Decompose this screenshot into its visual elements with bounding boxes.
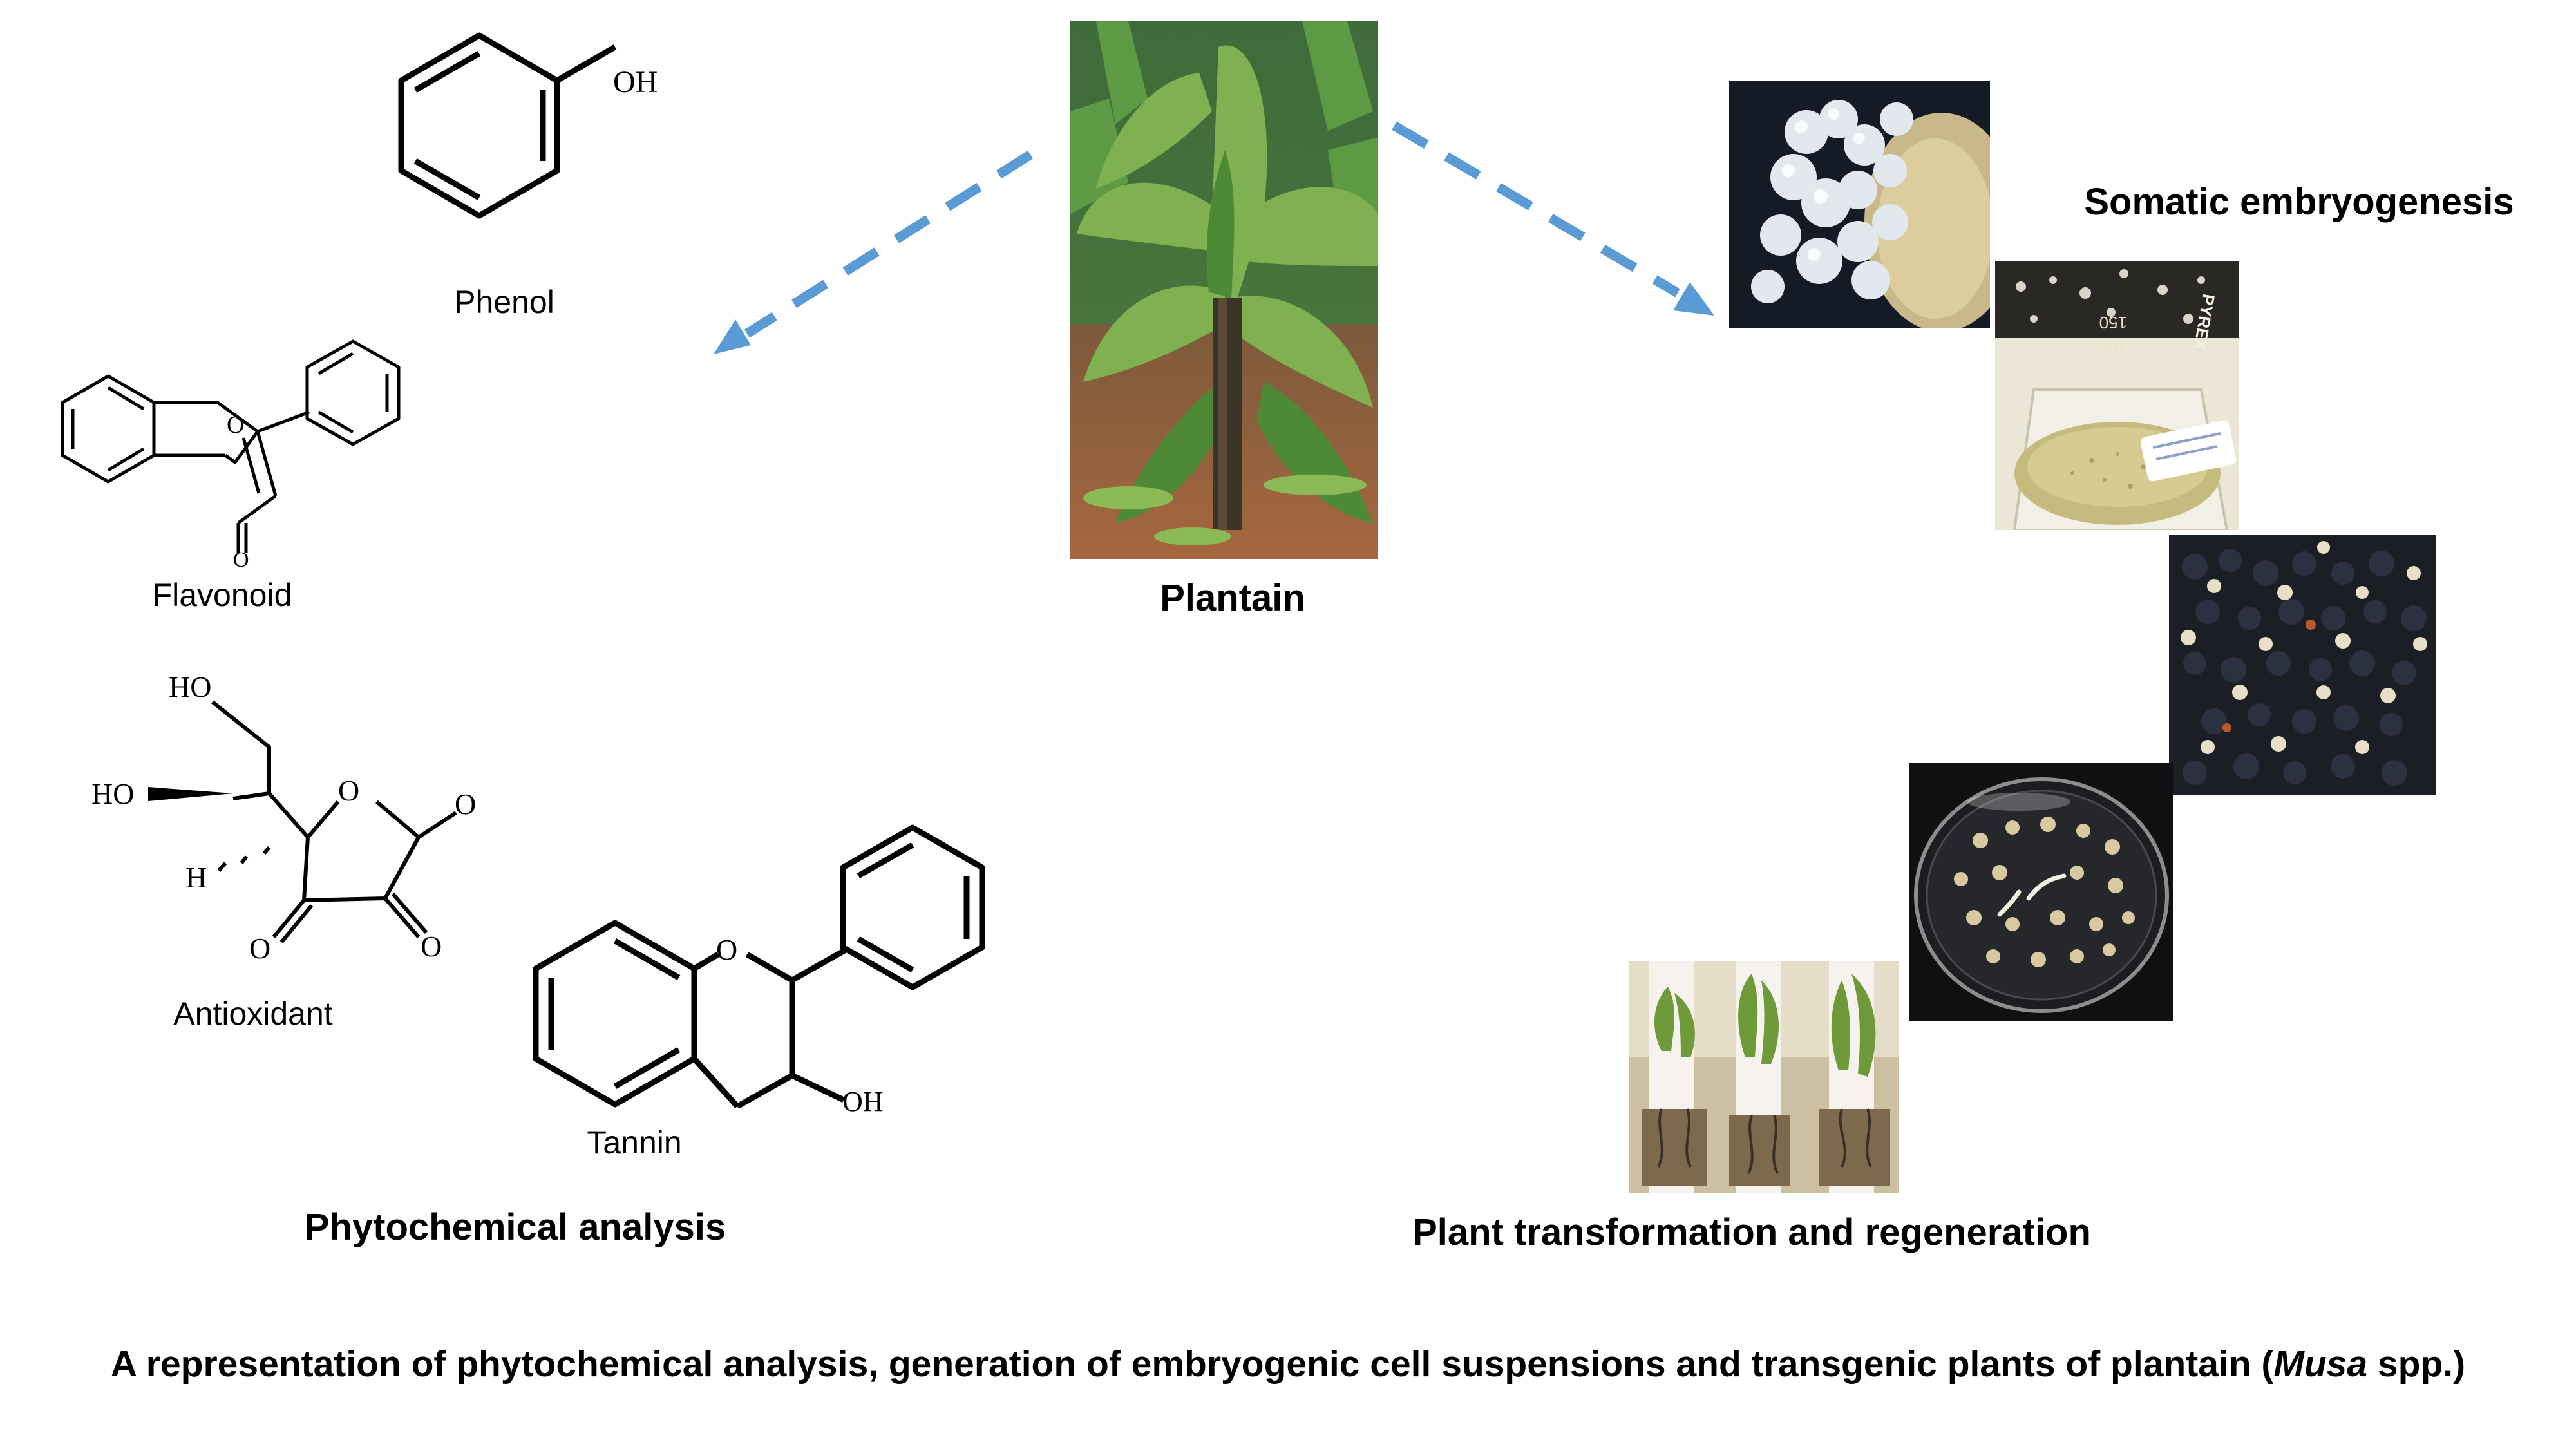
figure-caption: A representation of phytochemical analys…	[111, 1343, 2465, 1385]
caption-text-before: A representation of phytochemical analys…	[110, 1343, 2274, 1385]
tannin-oh-label: OH	[842, 1086, 884, 1117]
regenerated-plantlets-photo	[1629, 961, 1899, 1193]
flavonoid-label: Flavonoid	[152, 577, 292, 613]
embryogenic-calli-photo	[2169, 535, 2436, 795]
tannin-structure	[533, 824, 985, 1109]
phenol-label: Phenol	[454, 284, 554, 320]
plantain-heading: Plantain	[1160, 577, 1305, 619]
cell-suspension-flask-photo: 150 100 PYREX	[1995, 261, 2239, 530]
antioxidant-carbonyl-left: O	[249, 932, 270, 965]
antioxidant-carbonyl-bottom: O	[421, 930, 442, 963]
arrow-to-phytochemical	[714, 150, 1034, 354]
antioxidant-ho-left: HO	[91, 777, 134, 810]
dashed-arrows	[714, 121, 1714, 354]
plantain-photo	[1070, 21, 1378, 559]
somatic-embryogenesis-heading: Somatic embryogenesis	[2084, 181, 2514, 223]
antioxidant-wedge-bond	[148, 787, 233, 801]
antioxidant-ring-oxygen: O	[338, 774, 359, 807]
caption-genus: Musa	[2273, 1343, 2368, 1385]
antioxidant-label: Antioxidant	[173, 996, 333, 1032]
phenol-structure	[398, 32, 617, 219]
flask-mark-lower: 100	[2099, 337, 2127, 357]
flavonoid-carbonyl-oxygen: O	[233, 548, 249, 572]
antioxidant-carbonyl-right: O	[455, 788, 476, 820]
flavonoid-structure	[61, 339, 401, 553]
flask-mark-upper: 150	[2099, 313, 2127, 332]
chemical-structures: OH O O	[61, 32, 985, 1117]
petri-dish-photo	[1909, 763, 2174, 1021]
tannin-label: Tannin	[587, 1124, 682, 1160]
phenol-oh-label: OH	[613, 65, 658, 99]
caption-text-after: spp.)	[2367, 1343, 2466, 1385]
embryo-cluster-photo	[1729, 80, 1990, 328]
antioxidant-structure	[211, 700, 457, 943]
antioxidant-ho-top: HO	[169, 670, 211, 703]
transformation-heading: Plant transformation and regeneration	[1412, 1211, 2091, 1253]
tannin-ring-oxygen: O	[716, 933, 737, 966]
phytochemical-heading: Phytochemical analysis	[304, 1206, 726, 1248]
antioxidant-hash-bond	[217, 846, 271, 872]
arrow-to-somatic-embryogenesis	[1392, 121, 1714, 316]
antioxidant-h-label: H	[185, 861, 207, 894]
flavonoid-ring-oxygen: O	[227, 412, 244, 439]
